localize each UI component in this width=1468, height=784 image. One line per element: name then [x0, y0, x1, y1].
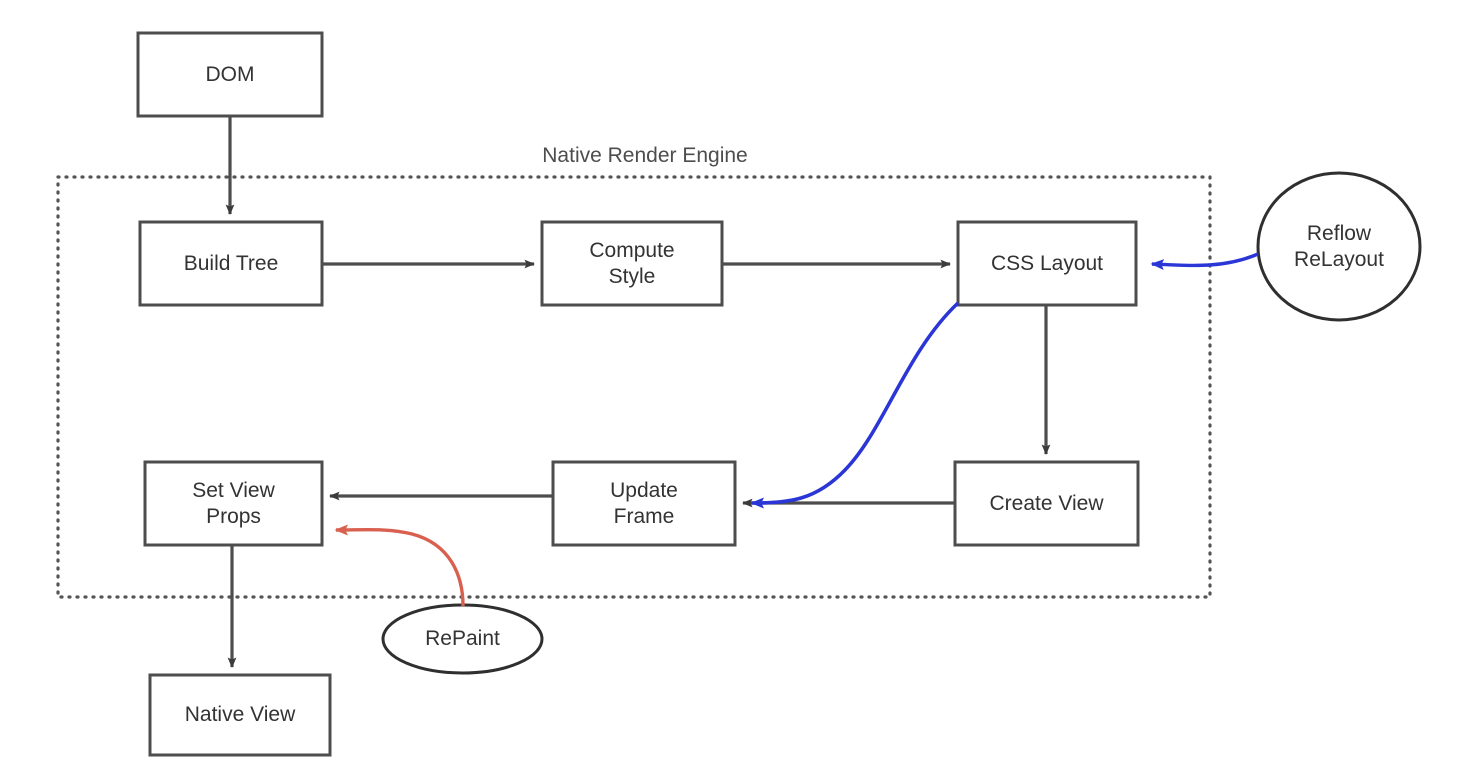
node-compute-style-shape[interactable]	[540, 220, 724, 307]
native-render-engine-group-label: Native Render Engine	[542, 144, 748, 167]
node-css-layout-shape[interactable]	[956, 220, 1138, 307]
node-reflow-relayout-shape[interactable]	[1256, 171, 1422, 322]
node-dom-shape[interactable]	[136, 31, 324, 118]
node-build-tree-shape[interactable]	[138, 220, 324, 307]
node-update-frame-shape[interactable]	[551, 460, 737, 547]
edge-reflow-to-css-layout	[1150, 252, 1259, 271]
edge-css-layout-to-update-frame	[750, 301, 960, 509]
node-create-view-shape[interactable]	[953, 460, 1140, 547]
node-native-view-shape[interactable]	[148, 673, 332, 757]
node-set-view-props-shape[interactable]	[143, 460, 324, 547]
native-render-engine-group-border	[56, 175, 1212, 599]
node-repaint-shape[interactable]	[381, 603, 544, 675]
edge-repaint-to-set-view-props	[334, 524, 465, 607]
